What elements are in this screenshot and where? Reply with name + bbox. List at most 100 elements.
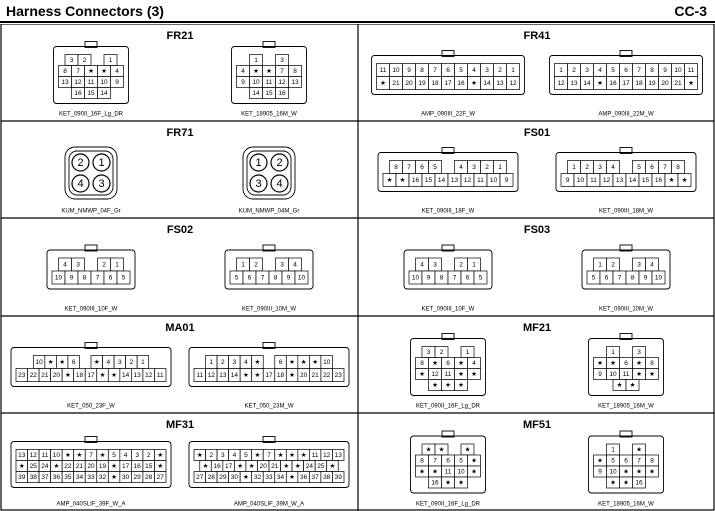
pin-number: 15 bbox=[145, 463, 153, 470]
pin-number: 20 bbox=[53, 372, 61, 379]
pin-number: 14 bbox=[100, 90, 108, 97]
pin-number: 8 bbox=[83, 275, 87, 282]
connector-housing bbox=[188, 347, 350, 387]
pin-number: 3 bbox=[637, 349, 641, 356]
pin-number: ★ bbox=[255, 358, 261, 366]
pin-number: 5 bbox=[592, 275, 596, 282]
pin-number: ★ bbox=[439, 446, 445, 454]
pin-number: ★ bbox=[101, 67, 107, 75]
connector-housing bbox=[224, 249, 314, 290]
pin-number: 9 bbox=[505, 177, 509, 184]
pin-number: ★ bbox=[289, 371, 295, 379]
pin-number: 10 bbox=[412, 275, 420, 282]
pin-number: 6 bbox=[466, 275, 470, 282]
connector-part-label: KET_090II_16F_Lg_DR bbox=[416, 502, 481, 508]
pin-number: 12 bbox=[278, 79, 286, 86]
pin-number: 18 bbox=[76, 372, 84, 379]
pin-number: 6 bbox=[605, 275, 609, 282]
pin-circle bbox=[249, 174, 268, 193]
pin-number: ★ bbox=[597, 457, 603, 465]
pin-number: 10 bbox=[609, 371, 617, 378]
pin-number: 7 bbox=[637, 67, 641, 74]
pin-number: ★ bbox=[243, 371, 249, 379]
pin-number: 4 bbox=[293, 262, 297, 269]
pin-cell bbox=[154, 368, 167, 382]
pin-number: 10 bbox=[457, 469, 465, 476]
connector-part-label: KET_090III_18F_W bbox=[422, 209, 475, 215]
pin-number: 39 bbox=[335, 474, 343, 481]
pin-number: 11 bbox=[445, 469, 452, 476]
connector-latch bbox=[84, 41, 98, 48]
pin-number: ★ bbox=[432, 359, 438, 367]
connector-latch bbox=[441, 147, 455, 154]
pin-circle bbox=[71, 174, 90, 193]
pin-number: 7 bbox=[267, 452, 271, 459]
pin-number: 9 bbox=[287, 275, 291, 282]
pin-number: 4 bbox=[420, 262, 424, 269]
pin-number: 11 bbox=[312, 452, 319, 459]
pin-number: 3 bbox=[70, 57, 74, 64]
pin-number: 6 bbox=[279, 359, 283, 366]
pin-number: ★ bbox=[197, 451, 203, 459]
pin-number: ★ bbox=[88, 67, 94, 75]
pin-cell bbox=[288, 76, 302, 88]
pin-number: 5 bbox=[637, 164, 641, 171]
pin-number: 2 bbox=[276, 157, 282, 169]
pin-number: 34 bbox=[76, 474, 84, 481]
connector-title: FS03 bbox=[524, 224, 550, 236]
pin-cell bbox=[154, 471, 167, 483]
pin-number: 4 bbox=[276, 178, 282, 190]
pin-number: 8 bbox=[274, 275, 278, 282]
pin-number: 16 bbox=[635, 480, 643, 487]
pin-number: 37 bbox=[312, 474, 320, 481]
pin-number: 12 bbox=[208, 372, 216, 379]
pin-number: 2 bbox=[440, 349, 444, 356]
pin-number: ★ bbox=[157, 451, 163, 459]
pin-cell bbox=[684, 76, 698, 90]
pin-number: 12 bbox=[74, 79, 82, 86]
pin-gap bbox=[620, 444, 633, 455]
pin-number: ★ bbox=[636, 359, 642, 367]
pin-number: ★ bbox=[471, 370, 477, 378]
pin-number: ★ bbox=[597, 359, 603, 367]
pin-number: ★ bbox=[617, 381, 623, 389]
pin-number: 11 bbox=[380, 67, 387, 74]
pin-number: 13 bbox=[616, 177, 624, 184]
pin-number: 12 bbox=[30, 452, 38, 459]
pin-number: 10 bbox=[392, 67, 400, 74]
pin-number: 5 bbox=[611, 67, 615, 74]
pin-number: 5 bbox=[235, 275, 239, 282]
pin-cell bbox=[506, 76, 520, 90]
pin-number: ★ bbox=[465, 446, 471, 454]
pin-number: ★ bbox=[301, 451, 307, 459]
pin-number: 10 bbox=[577, 177, 585, 184]
pin-number: 19 bbox=[648, 80, 656, 87]
pin-gap bbox=[263, 55, 276, 66]
pin-number: 13 bbox=[18, 452, 26, 459]
pin-number: 6 bbox=[446, 360, 450, 367]
pin-cell bbox=[473, 270, 488, 285]
pin-number: 8 bbox=[440, 275, 444, 282]
pin-number: 4 bbox=[106, 359, 110, 366]
pin-number: ★ bbox=[610, 359, 616, 367]
pin-number: 3 bbox=[255, 178, 261, 190]
pin-number: 22 bbox=[64, 463, 72, 470]
pin-gap bbox=[620, 347, 633, 358]
pin-number: 9 bbox=[115, 79, 119, 86]
pin-number: 11 bbox=[266, 79, 273, 86]
pin-number: ★ bbox=[669, 176, 675, 184]
pin-number: 14 bbox=[629, 177, 637, 184]
pin-number: ★ bbox=[301, 358, 307, 366]
pin-number: 13 bbox=[61, 79, 69, 86]
pin-number: 7 bbox=[433, 67, 437, 74]
pin-number: 8 bbox=[650, 67, 654, 74]
pin-number: 2 bbox=[585, 164, 589, 171]
pin-number: 5 bbox=[611, 458, 615, 465]
pin-number: 21 bbox=[271, 463, 279, 470]
pin-gap bbox=[263, 356, 275, 369]
pin-number: 11 bbox=[196, 372, 203, 379]
